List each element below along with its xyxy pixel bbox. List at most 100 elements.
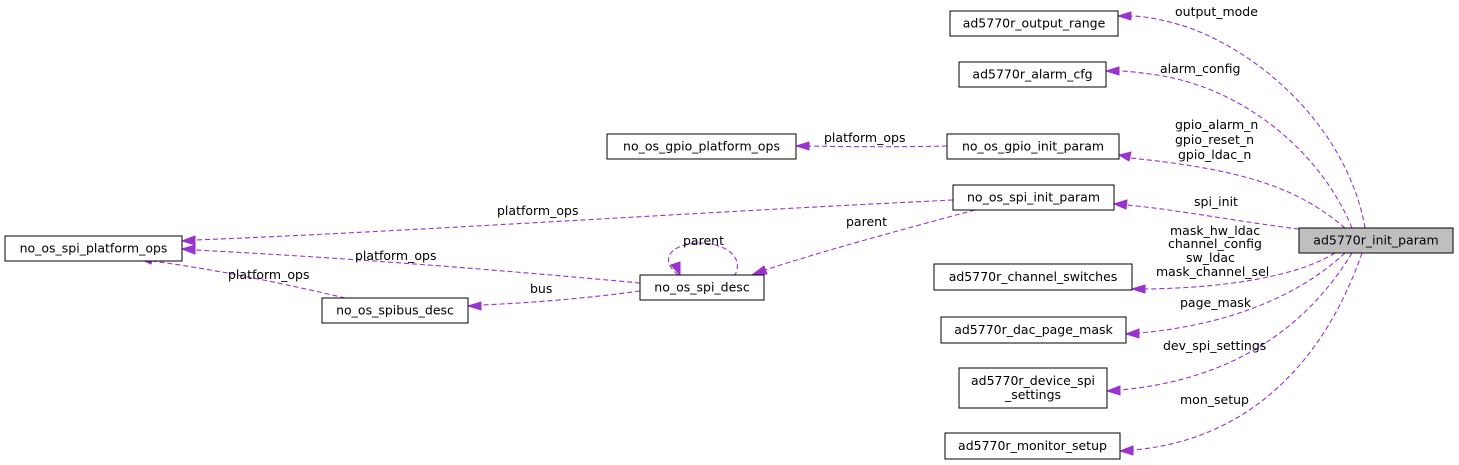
edge-line <box>1118 70 1353 229</box>
node-root[interactable]: ad5770r_init_param <box>1298 227 1454 254</box>
node-label: no_os_spi_desc <box>654 280 750 295</box>
edge-label: gpio_reset_n <box>1175 132 1254 147</box>
node-box[interactable] <box>321 297 469 324</box>
edge-label: alarm_config <box>1160 61 1240 76</box>
edge-output-mode: output_mode <box>1116 4 1366 229</box>
edge-arrowhead <box>180 235 196 246</box>
edge-page-mask: page_mask <box>1124 252 1346 339</box>
edge-arrowhead <box>466 301 482 311</box>
edge-arrowhead <box>1118 445 1134 456</box>
node-label: ad5770r_init_param <box>1313 233 1438 248</box>
node-label: ad5770r_device_spi <box>971 373 1095 388</box>
edge-line <box>1132 252 1363 451</box>
node-box[interactable] <box>606 133 797 160</box>
node-label: ad5770r_monitor_setup <box>958 438 1107 453</box>
edge-arrowhead <box>1105 385 1121 396</box>
edge-label: platform_ops <box>497 203 578 218</box>
node-alarm-cfg[interactable]: ad5770r_alarm_cfg <box>958 61 1107 88</box>
edge-label: spi_init <box>1194 194 1238 209</box>
edge-spi-init-platform-ops: platform_ops <box>180 199 954 246</box>
edge-arrowhead <box>1116 11 1132 21</box>
node-box[interactable] <box>933 263 1133 291</box>
edge-label: platform_ops <box>228 267 309 282</box>
edge-label: platform_ops <box>355 248 436 263</box>
node-box[interactable] <box>1298 227 1454 254</box>
node-label: no_os_spi_platform_ops <box>20 241 168 256</box>
edge-arrowhead <box>1104 66 1120 76</box>
node-output-range[interactable]: ad5770r_output_range <box>949 10 1119 37</box>
edge-label: mask_hw_ldac <box>1170 223 1260 238</box>
edge-line <box>808 145 948 148</box>
node-box[interactable] <box>940 316 1127 344</box>
edge-line <box>480 290 641 306</box>
edge-line <box>194 199 954 241</box>
node-box[interactable] <box>958 367 1108 409</box>
edge-label: channel_config <box>1168 236 1262 251</box>
edge-line <box>151 260 346 299</box>
node-label: no_os_spibus_desc <box>336 303 454 318</box>
node-label: ad5770r_output_range <box>963 16 1106 31</box>
edge-line <box>194 249 641 284</box>
edge-label: dev_spi_settings <box>1163 338 1266 353</box>
edge-desc-parent: parent <box>668 233 738 277</box>
edge-line <box>1126 204 1300 230</box>
node-spi-ops[interactable]: no_os_spi_platform_ops <box>4 235 183 262</box>
edge-line <box>1129 157 1346 229</box>
edge-mon-setup: mon_setup <box>1118 252 1363 456</box>
edge-label: bus <box>530 281 552 296</box>
node-label: ad5770r_dac_page_mask <box>954 322 1113 337</box>
node-box[interactable] <box>946 133 1120 160</box>
edge-label: parent <box>846 214 887 229</box>
edge-bus-platform-ops: platform_ops <box>138 255 346 299</box>
node-label: no_os_gpio_init_param <box>962 139 1104 154</box>
edge-label: parent <box>683 233 724 248</box>
edge-spi-init-parent: parent <box>750 209 976 276</box>
node-label: _settings <box>1004 387 1061 402</box>
node-spi-desc[interactable]: no_os_spi_desc <box>639 274 765 301</box>
edge-desc-bus: bus <box>466 281 641 311</box>
edge-arrowhead <box>1130 284 1146 294</box>
node-label: no_os_gpio_platform_ops <box>623 139 780 154</box>
node-label: ad5770r_alarm_cfg <box>972 67 1092 82</box>
edge-label: gpio_ldac_n <box>1178 147 1251 162</box>
node-spibus[interactable]: no_os_spibus_desc <box>321 297 469 324</box>
node-gpio-ops[interactable]: no_os_gpio_platform_ops <box>606 133 797 160</box>
node-box[interactable] <box>4 235 183 262</box>
edge-arrowhead <box>1124 328 1140 339</box>
node-dac-page[interactable]: ad5770r_dac_page_mask <box>940 316 1127 344</box>
edge-desc-platform-ops: platform_ops <box>180 244 641 284</box>
node-box[interactable] <box>949 10 1119 37</box>
edge-arrowhead <box>670 261 681 277</box>
node-box[interactable] <box>944 432 1121 460</box>
edge-gpio-platform-ops: platform_ops <box>794 130 948 151</box>
node-box[interactable] <box>639 274 765 301</box>
node-box[interactable] <box>958 61 1107 88</box>
edge-label: output_mode <box>1175 4 1258 19</box>
node-monitor[interactable]: ad5770r_monitor_setup <box>944 432 1121 460</box>
edge-dev-spi-settings: dev_spi_settings <box>1105 252 1353 396</box>
node-ch-switches[interactable]: ad5770r_channel_switches <box>933 263 1133 291</box>
node-dev-spi[interactable]: ad5770r_device_spi_settings <box>958 367 1108 409</box>
node-label: ad5770r_channel_switches <box>949 269 1118 284</box>
edge-label: sw_ldac <box>1186 250 1235 265</box>
edge-spi-init: spi_init <box>1112 194 1300 230</box>
edge-alarm-config: alarm_config <box>1104 61 1353 229</box>
edge-arrowhead <box>180 244 196 255</box>
node-spi-init[interactable]: no_os_spi_init_param <box>952 184 1115 211</box>
edge-arrowhead <box>1117 151 1132 162</box>
edge-label: mask_channel_sel <box>1156 264 1269 279</box>
node-box[interactable] <box>952 184 1115 211</box>
nodes-layer: ad5770r_init_param ad5770r_output_rangead… <box>4 10 1454 460</box>
edge-label: gpio_alarm_n <box>1175 117 1258 132</box>
edge-line <box>1119 252 1353 391</box>
edge-label: page_mask <box>1180 295 1252 310</box>
edge-label: mon_setup <box>1180 392 1249 407</box>
edge-label: platform_ops <box>824 130 905 145</box>
node-gpio-init[interactable]: no_os_gpio_init_param <box>946 133 1120 160</box>
edge-line <box>1144 252 1336 290</box>
edge-channel: mask_hw_ldacchannel_configsw_ldacmask_ch… <box>1130 223 1336 294</box>
edge-arrowhead <box>750 265 768 276</box>
edges-layer: output_modealarm_configgpio_alarm_ngpio_… <box>138 4 1366 456</box>
edge-line <box>668 242 738 276</box>
